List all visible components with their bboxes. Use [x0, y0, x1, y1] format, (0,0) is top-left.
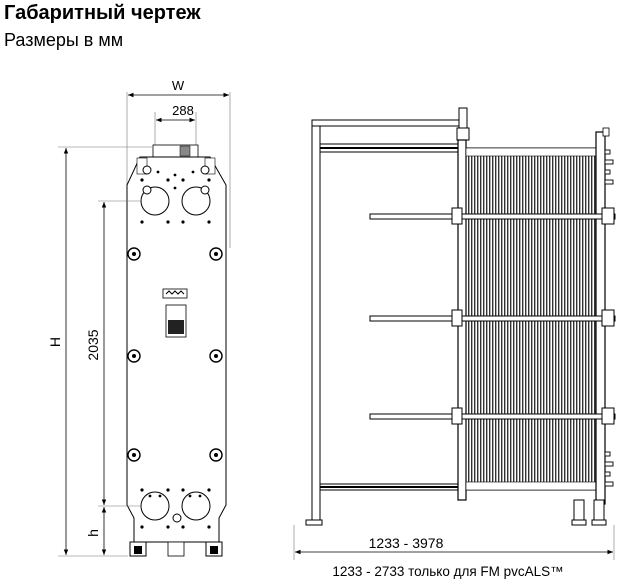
dim-label-length: 1233 - 3978	[369, 535, 444, 551]
dim-label-length-note: 1233 - 2733 только для FM pvcALS™	[332, 564, 563, 579]
carrying-bar	[311, 119, 463, 127]
support-column	[311, 119, 321, 526]
top-connection	[152, 144, 199, 158]
page-title: Габаритный чертеж	[4, 2, 201, 24]
side-view: 1233 - 3978 1233 - 2733 только для FM pv…	[293, 107, 616, 579]
dim-label-connection-spacing: 288	[172, 103, 194, 118]
dim-label-height: H	[47, 337, 63, 347]
front-view: W 288	[47, 78, 231, 557]
frame-connections	[604, 149, 614, 487]
tightening-bolts-side	[369, 207, 616, 425]
nameplate-logo	[162, 288, 188, 299]
dim-label-width: W	[172, 78, 185, 93]
frame-plate	[126, 156, 227, 543]
dim-label-port-distance: 2035	[85, 329, 101, 360]
dim-label-lower-height: h	[85, 529, 101, 537]
page-subtitle: Размеры в мм	[4, 30, 124, 50]
bottom-port-left	[140, 491, 170, 521]
bottom-port-right	[181, 491, 211, 521]
